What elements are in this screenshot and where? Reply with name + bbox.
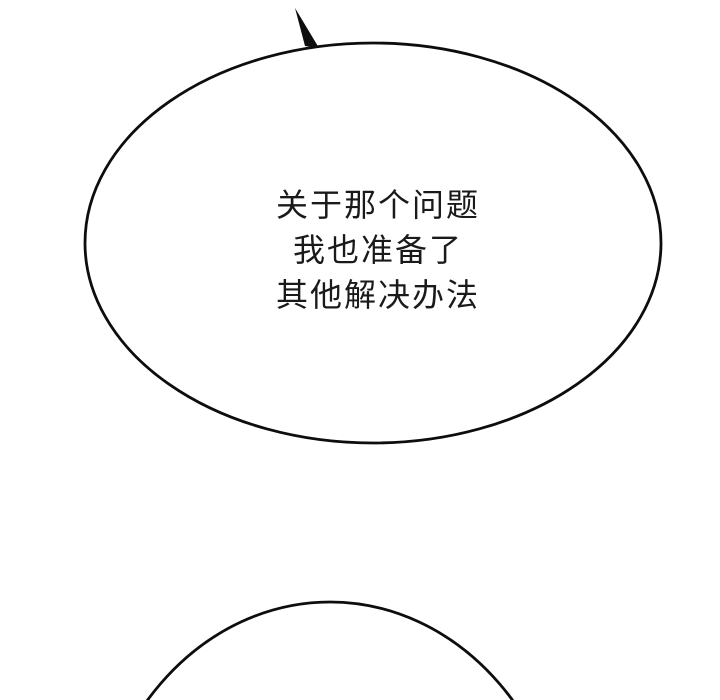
speech-bubble-outline bbox=[83, 41, 663, 445]
partial-speech-bubble-outline bbox=[145, 600, 515, 700]
speech-bubble-text-line-2: 我也准备了 bbox=[292, 231, 463, 269]
speech-bubble-text-line-1: 关于那个问题 bbox=[275, 186, 480, 224]
speech-bubble-text-line-3: 其他解决办法 bbox=[275, 276, 480, 314]
speech-bubble-text: 关于那个问题 我也准备了 其他解决办法 bbox=[178, 183, 578, 318]
speech-bubble-tail bbox=[295, 8, 319, 48]
